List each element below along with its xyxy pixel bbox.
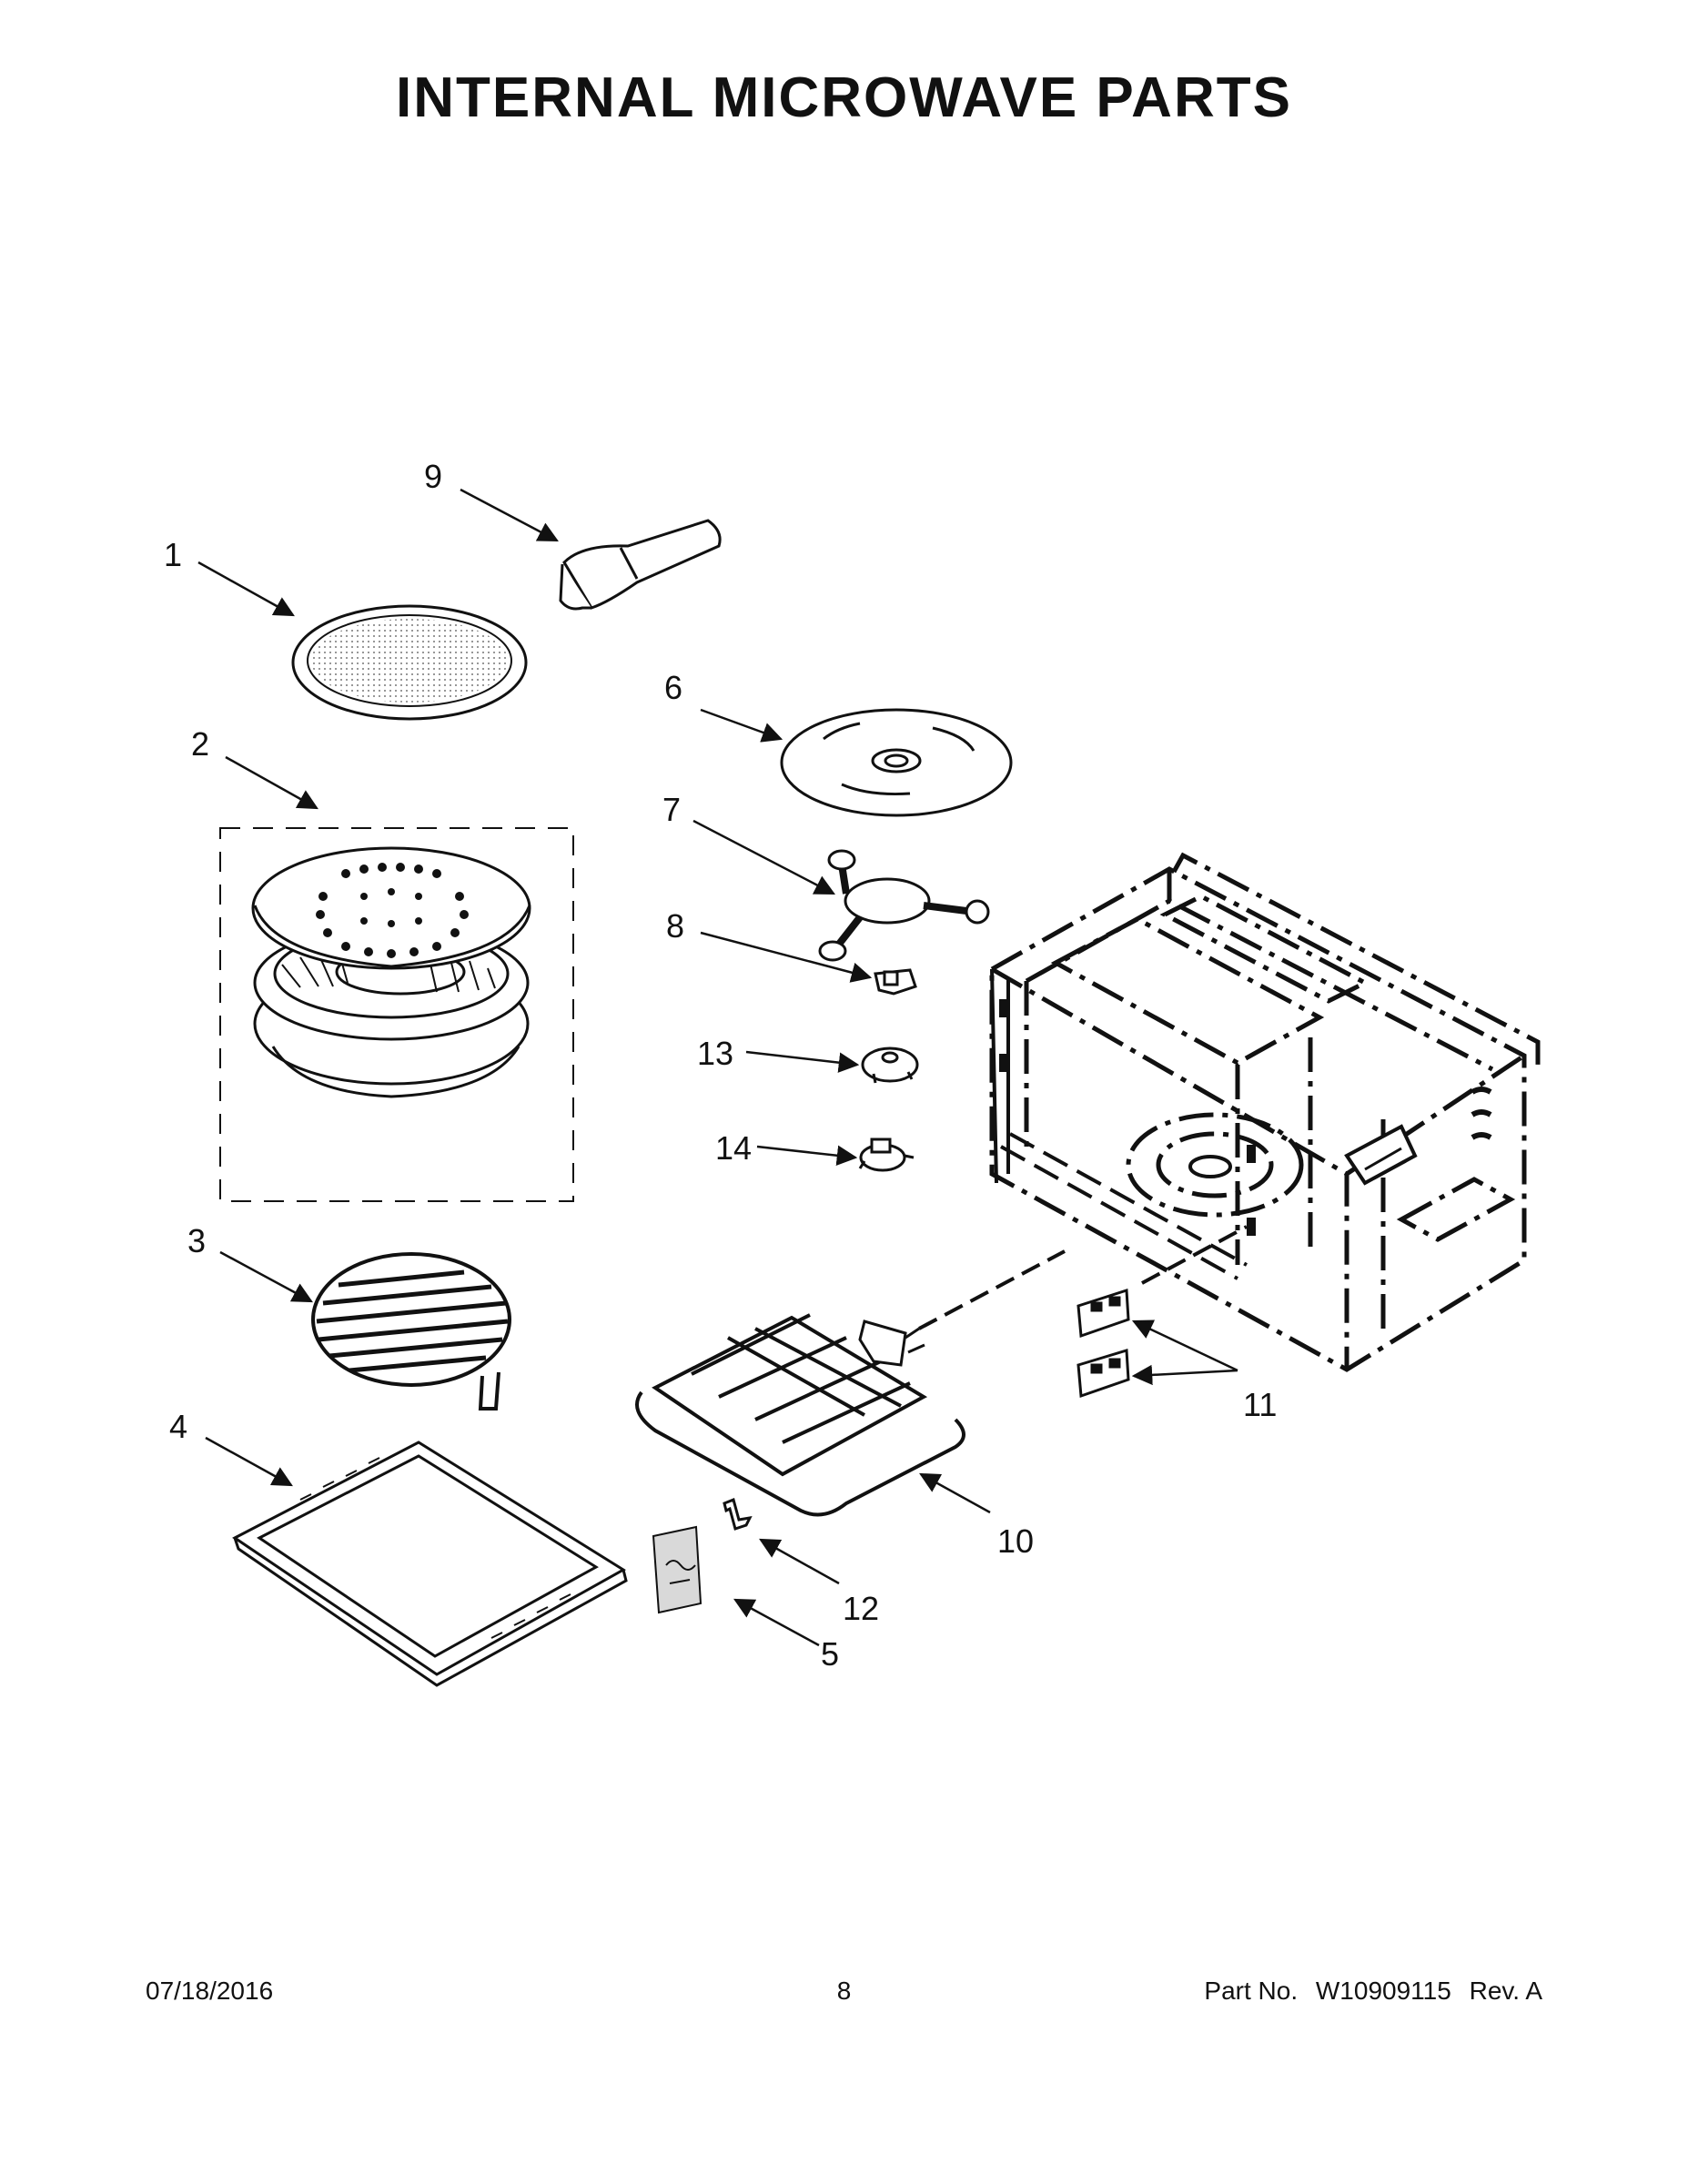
part-label: Part No. [1204, 1977, 1299, 2005]
callout-12: 12 [843, 1590, 879, 1627]
part-6-turntable [780, 708, 1013, 817]
callout-3: 3 [187, 1222, 206, 1259]
revision: Rev. A [1469, 1977, 1542, 2005]
callout-14: 14 [715, 1129, 752, 1167]
callout-2: 2 [191, 725, 209, 763]
callout-4: 4 [169, 1408, 187, 1445]
callout-7: 7 [662, 791, 681, 828]
oven-cavity-details [990, 968, 1492, 1280]
part-14-motor [858, 1138, 915, 1172]
part-5-label [652, 1525, 702, 1614]
callout-11: 11 [1243, 1386, 1277, 1423]
oven-cavity [989, 852, 1541, 1372]
callout-8: 8 [666, 907, 684, 945]
callout-9: 9 [424, 458, 442, 495]
footer-part-number: Part No. W10909115 Rev. A [1193, 1977, 1542, 2006]
part-4-baking-tray [232, 1441, 628, 1687]
part-2-steamer-assembly [219, 827, 574, 1202]
part-7-roller-support [818, 849, 990, 962]
leader-arrows [197, 488, 1238, 1647]
callout-1: 1 [164, 536, 182, 573]
page-title: INTERNAL MICROWAVE PARTS [396, 66, 1292, 129]
part-12-clip [723, 1497, 753, 1531]
part-11-plates [1076, 1288, 1130, 1399]
callout-labels: 1 2 3 4 5 6 7 8 9 10 11 12 13 14 [164, 458, 1277, 1673]
callout-6: 6 [664, 669, 682, 706]
part-10-heating-element [635, 1313, 965, 1517]
callout-13: 13 [697, 1035, 733, 1072]
part-8-switch [874, 968, 917, 996]
footer-page-number: 8 [836, 1977, 852, 2005]
footer-date: 07/18/2016 [146, 1977, 274, 2005]
part-13-motor [861, 1046, 919, 1084]
callout-10: 10 [997, 1522, 1034, 1560]
part-1-crisper-tray [291, 604, 528, 721]
wiring-dashes [918, 1225, 1248, 1330]
callout-5: 5 [821, 1635, 839, 1673]
part-number: W10909115 [1315, 1977, 1451, 2005]
part-3-grill-rack [311, 1252, 511, 1410]
part-9-handle [559, 519, 722, 611]
